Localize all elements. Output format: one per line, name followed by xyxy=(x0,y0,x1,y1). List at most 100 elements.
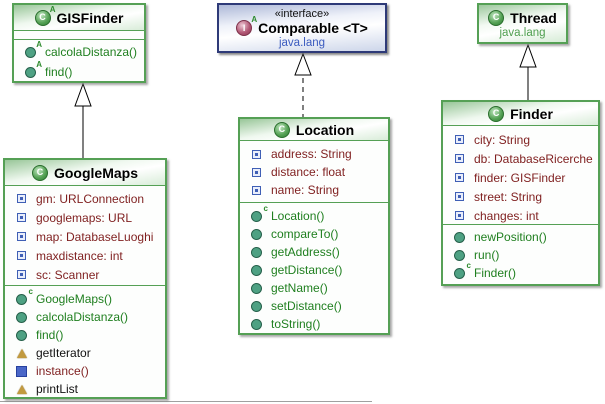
method-row[interactable]: getDistance() xyxy=(240,261,388,279)
method-label: find() xyxy=(36,328,64,342)
field-label: distance: float xyxy=(271,165,346,179)
abstract-method-icon: A xyxy=(25,60,42,78)
field-row[interactable]: city: String xyxy=(443,130,598,149)
method-icon xyxy=(251,246,262,258)
method-icon xyxy=(16,329,27,341)
field-icon xyxy=(455,135,464,144)
method-row[interactable]: find() xyxy=(5,326,165,344)
field-label: sc: Scanner xyxy=(36,267,100,282)
class-name: GISFinder xyxy=(56,9,124,26)
method-icon xyxy=(454,231,465,243)
class-name: GoogleMaps xyxy=(53,164,138,181)
field-icon xyxy=(17,232,26,241)
method-icon xyxy=(251,318,262,330)
field-row[interactable]: name: String xyxy=(240,181,388,199)
methods-section: newPosition() run() c Finder() xyxy=(443,224,598,284)
field-row[interactable]: changes: int xyxy=(443,206,598,225)
class-header[interactable]: C GoogleMaps xyxy=(5,160,165,185)
field-label: changes: int xyxy=(474,208,539,223)
class-thread[interactable]: C Thread java.lang xyxy=(477,3,568,44)
method-row[interactable]: toString() xyxy=(240,315,388,333)
method-row[interactable]: A calcolaDistanza() xyxy=(14,40,144,62)
method-row[interactable]: compareTo() xyxy=(240,225,388,243)
class-icon: C xyxy=(273,121,290,138)
method-row[interactable]: instance() xyxy=(5,362,165,380)
method-label: getDistance() xyxy=(271,263,343,277)
field-icon xyxy=(455,211,464,220)
method-label: getAddress() xyxy=(271,245,340,259)
method-label: toString() xyxy=(271,317,321,331)
method-row[interactable]: getName() xyxy=(240,279,388,297)
method-row[interactable]: c Finder() xyxy=(443,261,598,282)
field-row[interactable]: street: String xyxy=(443,187,598,206)
field-icon xyxy=(252,185,261,195)
field-icon xyxy=(17,194,26,203)
field-row[interactable]: db: DatabaseRicerche xyxy=(443,149,598,168)
method-icon xyxy=(251,264,262,276)
field-label: googlemaps: URL xyxy=(36,210,133,225)
field-label: maxdistance: int xyxy=(36,248,123,263)
method-label: run() xyxy=(474,248,500,262)
field-icon xyxy=(17,213,26,222)
method-label: instance() xyxy=(36,364,89,378)
stereotype-label: «interface» xyxy=(274,7,330,20)
method-label: setDistance() xyxy=(271,299,342,313)
static-method-icon xyxy=(16,365,27,377)
relation-finder-extends-thread[interactable] xyxy=(519,43,537,102)
field-row[interactable]: finder: GISFinder xyxy=(443,168,598,187)
method-row[interactable]: getAddress() xyxy=(240,243,388,261)
method-label: printList xyxy=(36,382,79,396)
class-header[interactable]: C Finder xyxy=(443,102,598,125)
class-finder[interactable]: C Finder city: String db: DatabaseRicerc… xyxy=(441,100,600,286)
method-label: GoogleMaps() xyxy=(36,292,113,306)
class-location[interactable]: C Location address: String distance: flo… xyxy=(238,117,390,335)
method-label: Finder() xyxy=(474,266,517,280)
field-row[interactable]: address: String xyxy=(240,145,388,163)
field-row[interactable]: map: DatabaseLuoghi xyxy=(5,227,165,246)
field-row[interactable]: maxdistance: int xyxy=(5,246,165,265)
method-row[interactable]: printList xyxy=(5,380,165,398)
field-icon xyxy=(252,167,261,177)
method-row[interactable]: getIterator xyxy=(5,344,165,362)
package-label: java.lang xyxy=(499,26,546,39)
field-icon xyxy=(455,192,464,201)
fields-section: address: String distance: float name: St… xyxy=(240,140,388,202)
field-label: name: String xyxy=(271,183,340,197)
field-icon xyxy=(455,173,464,182)
interface-name: Comparable <T> xyxy=(258,20,368,36)
method-icon xyxy=(251,228,262,240)
method-row[interactable]: c Location() xyxy=(240,204,388,225)
method-row[interactable]: c GoogleMaps() xyxy=(5,287,165,308)
package-label: java.lang xyxy=(278,36,326,49)
constructor-icon: c xyxy=(251,204,268,222)
method-row[interactable]: A find() xyxy=(14,60,144,82)
field-label: db: DatabaseRicerche xyxy=(474,151,593,166)
constructor-icon: c xyxy=(16,287,33,305)
field-label: street: String xyxy=(474,189,543,204)
field-row[interactable]: sc: Scanner xyxy=(5,265,165,284)
class-name: Thread xyxy=(510,9,557,26)
method-row[interactable]: newPosition() xyxy=(443,228,598,246)
method-row[interactable]: calcolaDistanza() xyxy=(5,308,165,326)
class-name: Location xyxy=(295,121,355,138)
method-row[interactable]: setDistance() xyxy=(240,297,388,315)
method-row[interactable]: run() xyxy=(443,246,598,264)
field-row[interactable]: distance: float xyxy=(240,163,388,181)
field-row[interactable]: gm: URLConnection xyxy=(5,189,165,208)
relation-googlemaps-extends-gisfinder[interactable] xyxy=(74,82,92,160)
misc-member-icon xyxy=(16,384,27,394)
fields-section: gm: URLConnection googlemaps: URL map: D… xyxy=(5,185,165,285)
class-header[interactable]: C Thread xyxy=(479,9,566,27)
class-googlemaps[interactable]: C GoogleMaps gm: URLConnection googlemap… xyxy=(3,158,167,399)
field-icon xyxy=(455,154,464,163)
relation-location-implements-comparable[interactable] xyxy=(294,52,312,119)
class-header[interactable]: C Location xyxy=(240,119,388,140)
field-row[interactable]: googlemaps: URL xyxy=(5,208,165,227)
fields-section: city: String db: DatabaseRicerche finder… xyxy=(443,125,598,224)
